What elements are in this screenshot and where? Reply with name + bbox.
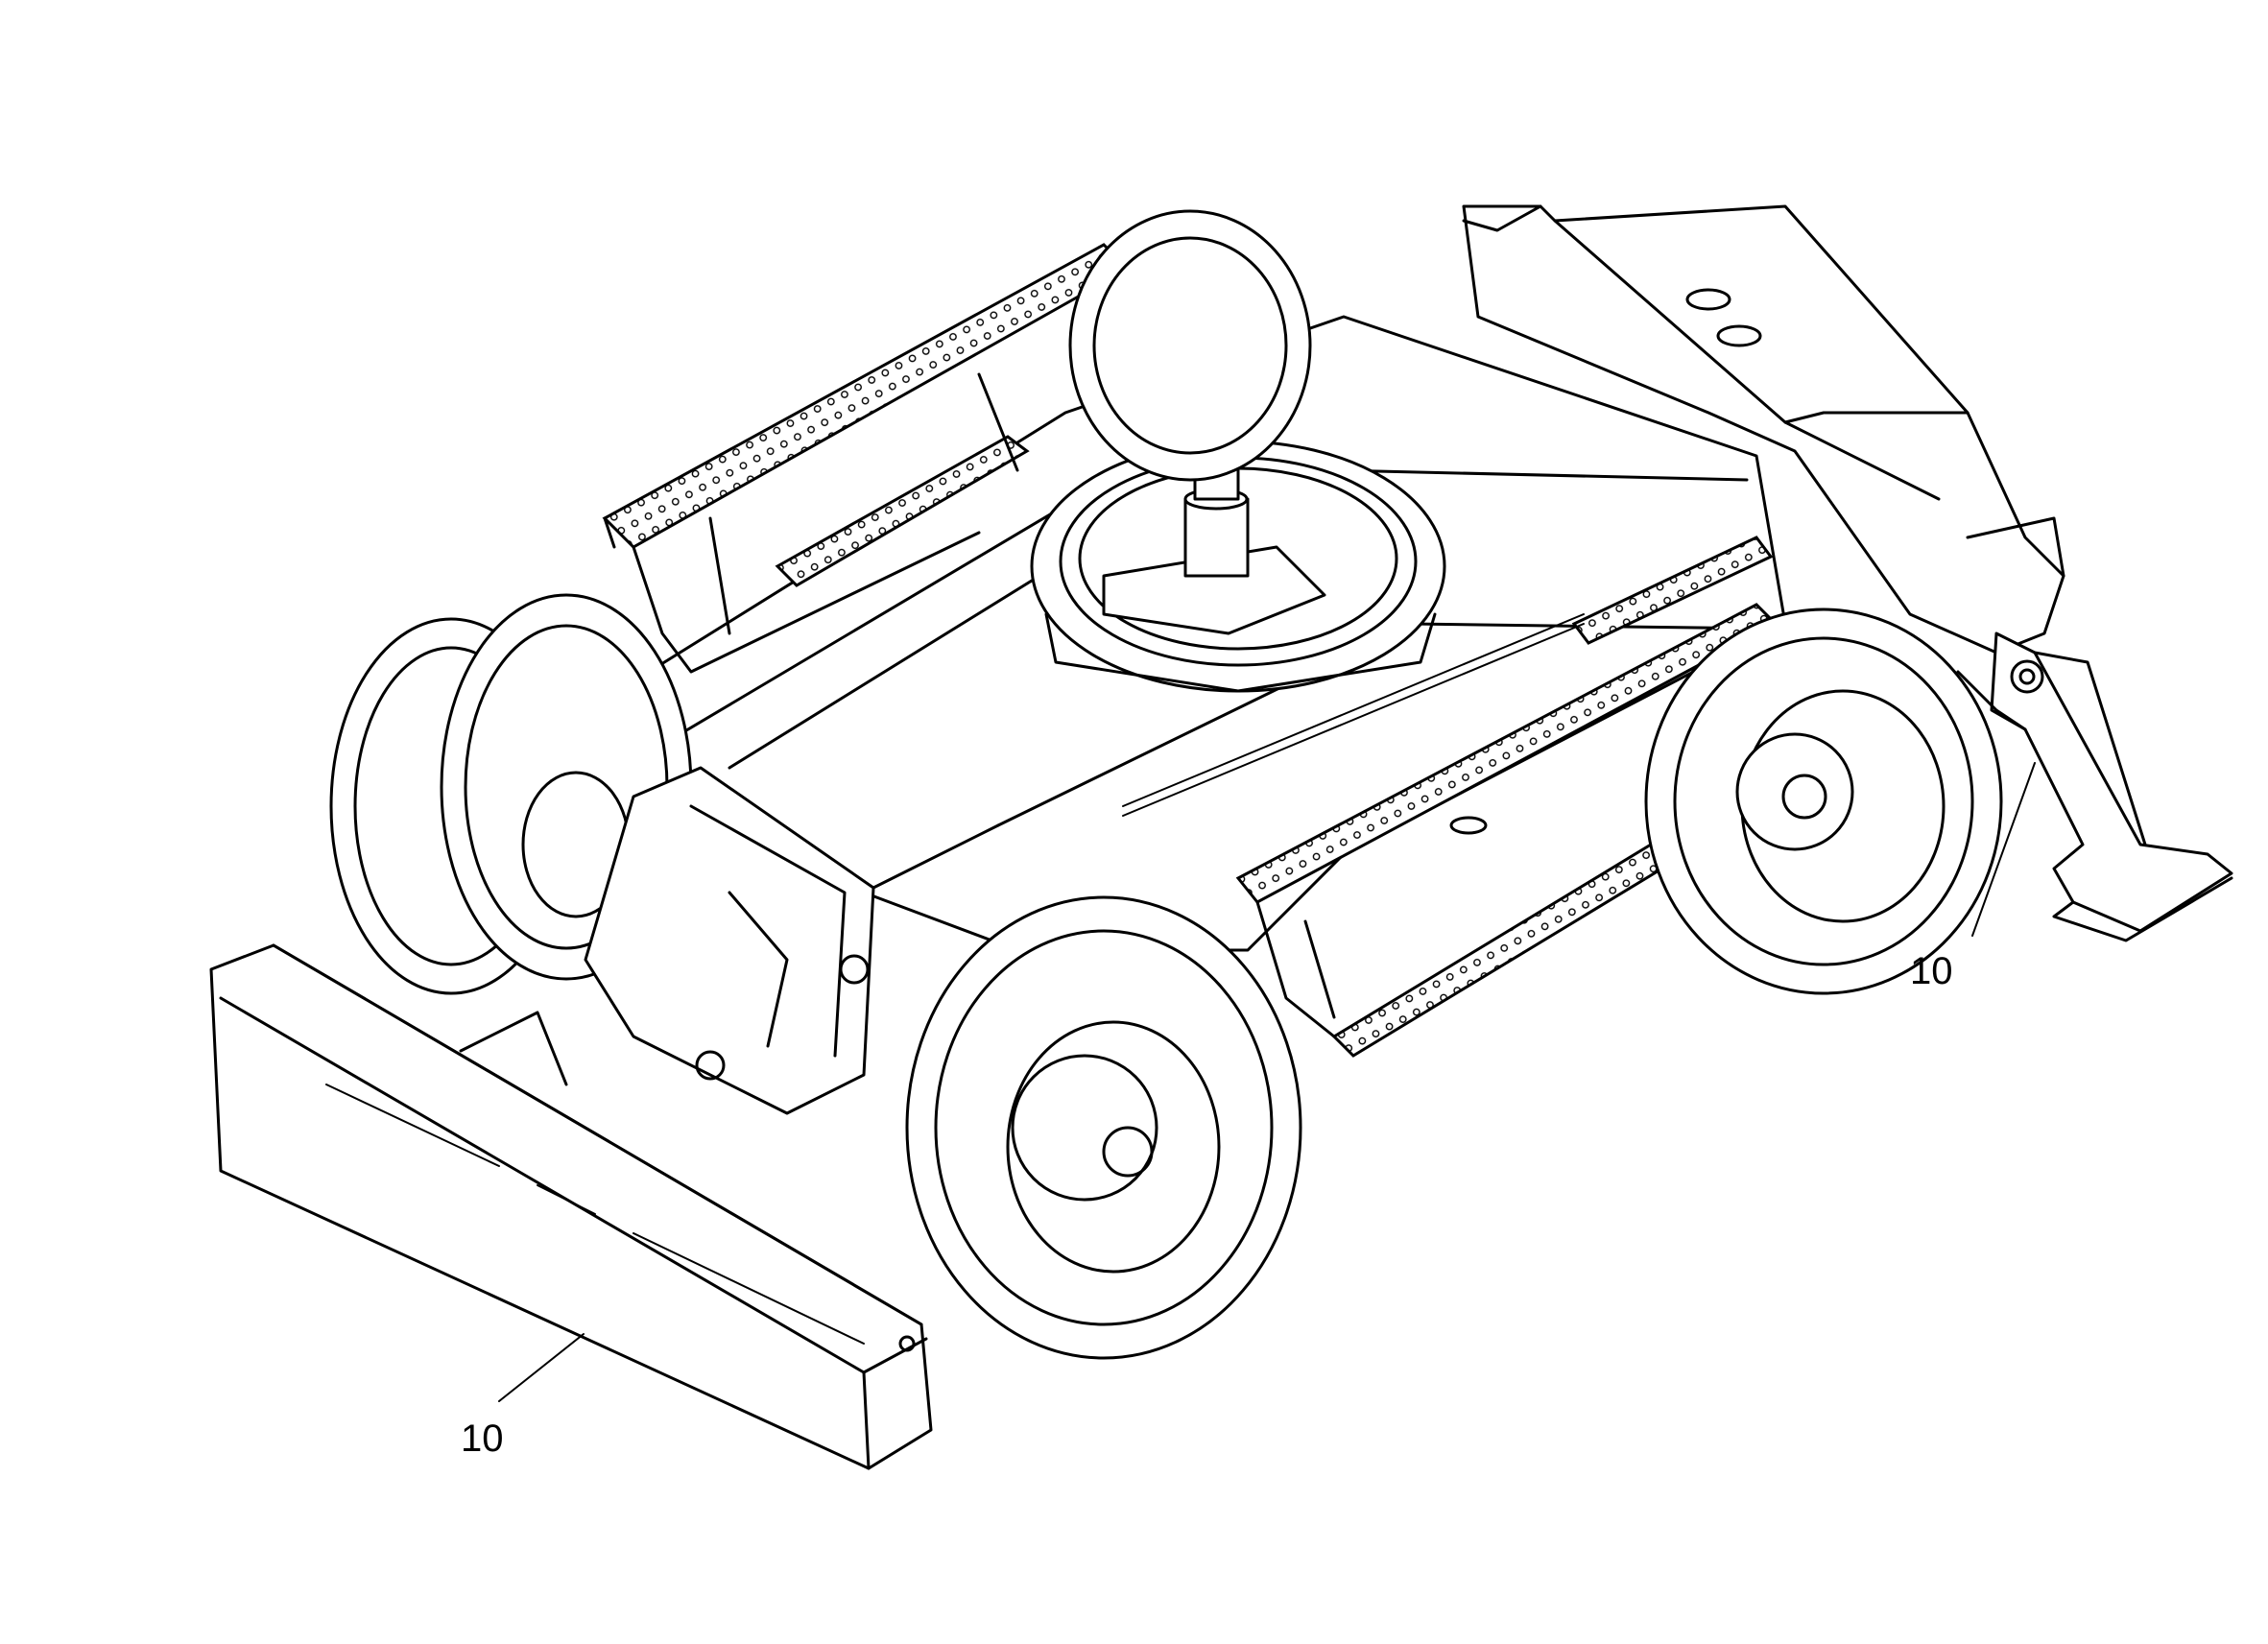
left-rear-step bbox=[602, 243, 1131, 674]
front-axle-frame bbox=[584, 613, 1585, 1115]
rear-left-wheel bbox=[1068, 209, 1312, 482]
callout-dozer-blade: 10 bbox=[461, 1333, 585, 1460]
rear-right-wheel bbox=[1644, 608, 2003, 995]
rear-outrigger-leg bbox=[1956, 631, 2233, 942]
rear-outrigger-housing bbox=[1462, 204, 2065, 655]
callout-label: 10 bbox=[1910, 950, 1953, 992]
dozer-blade bbox=[209, 943, 933, 1470]
callout-rear-outrigger: 10 bbox=[1910, 762, 2036, 992]
right-side-step bbox=[1235, 536, 1779, 1058]
leader-line bbox=[1971, 762, 2036, 937]
front-right-wheel bbox=[905, 895, 1302, 1360]
leader-line bbox=[498, 1333, 585, 1402]
callout-label: 10 bbox=[461, 1418, 504, 1460]
